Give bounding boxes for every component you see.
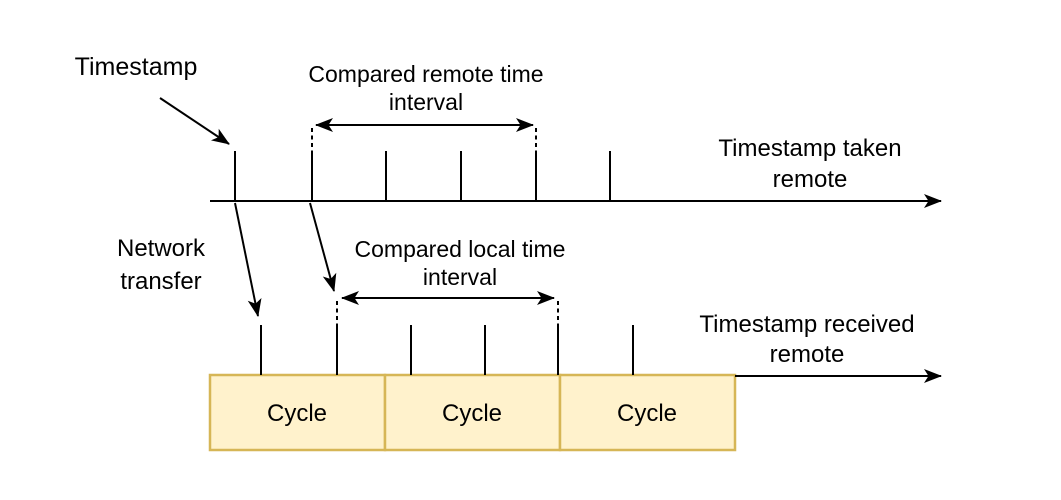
timestamp-label: Timestamp xyxy=(75,53,198,81)
cycle-label-3: Cycle xyxy=(617,400,677,427)
network-transfer-arrow-2 xyxy=(309,202,337,292)
remote-axis-label-line2: remote xyxy=(773,166,848,193)
cycle-box-3 xyxy=(558,373,737,452)
remote-axis-label-line1: Timestamp taken xyxy=(718,135,901,162)
network-transfer-label-line1: Network xyxy=(117,235,206,262)
compared-remote-interval-label-line2: interval xyxy=(389,89,463,115)
network-transfer-label-line2: transfer xyxy=(120,268,201,295)
timestamp-annotation: Timestamp xyxy=(75,53,230,145)
timestamp-pointer-arrow xyxy=(159,97,230,145)
network-transfer-arrow-1 xyxy=(234,202,262,317)
local-axis-label-line1: Timestamp received xyxy=(699,311,914,338)
cycle-label-2: Cycle xyxy=(442,400,502,427)
cycle-label-1: Cycle xyxy=(267,400,327,427)
compared-remote-interval-label-line1: Compared remote time xyxy=(308,61,543,87)
compared-local-interval-label-line1: Compared local time xyxy=(355,236,566,262)
cycle-box-1 xyxy=(208,373,387,452)
local-timeline: Cycle Cycle Cycle Compared local time in… xyxy=(208,236,942,452)
cycle-box-2 xyxy=(383,373,562,452)
compared-local-interval-label-line2: interval xyxy=(423,264,497,290)
local-axis-label-line2: remote xyxy=(770,341,845,368)
remote-timeline: Compared remote time interval Timestamp … xyxy=(210,61,942,208)
network-transfer: Network transfer xyxy=(117,202,337,317)
